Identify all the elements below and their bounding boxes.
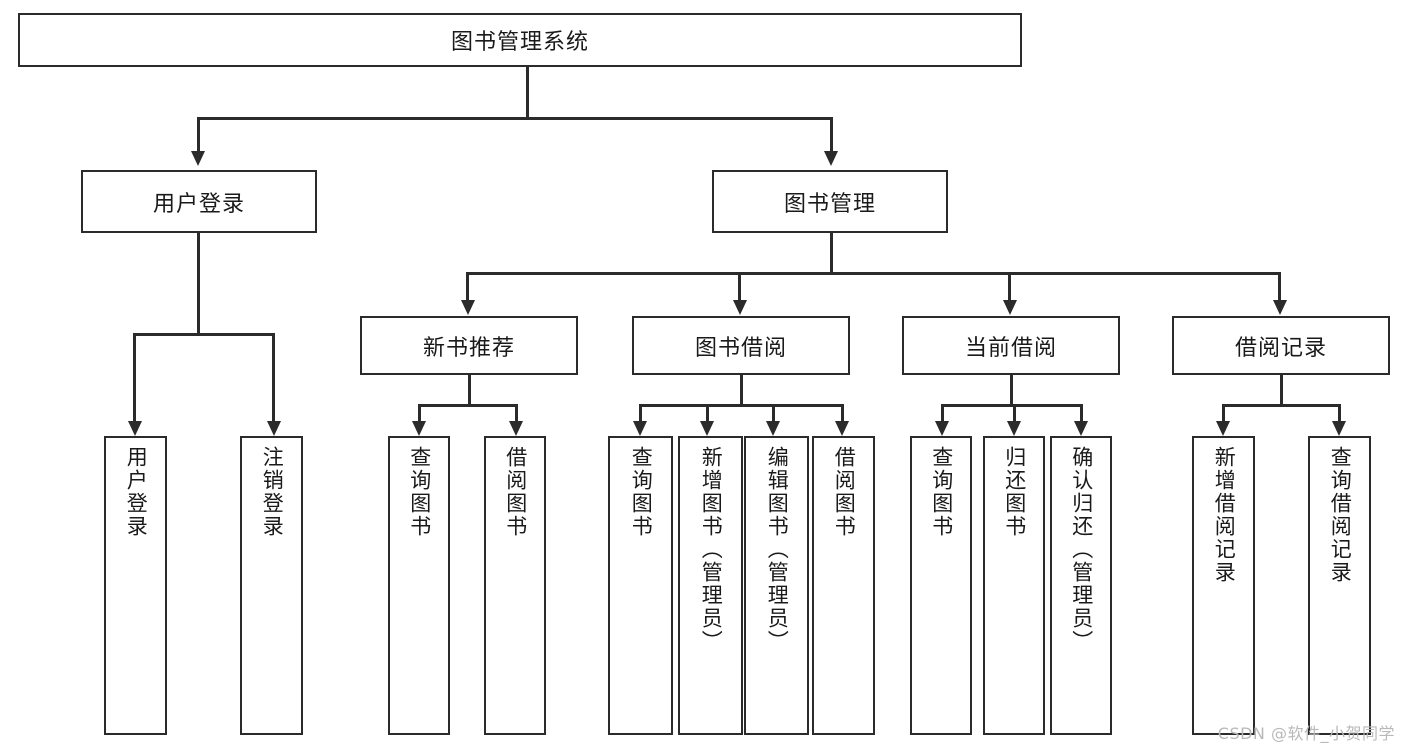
connector-current-to-l3 bbox=[1080, 404, 1083, 422]
connector-borrow-to-l3 bbox=[772, 404, 775, 422]
leaf-current-return-book[interactable]: 归还图书 bbox=[983, 436, 1045, 735]
connector-login-stem bbox=[197, 233, 200, 335]
connector-record-to-l2 bbox=[1338, 404, 1341, 422]
node-label: 图书借阅 bbox=[694, 335, 787, 361]
node-borrow-record[interactable]: 借阅记录 bbox=[1172, 316, 1390, 375]
leaf-record-add-record[interactable]: 新增借阅记录 bbox=[1192, 436, 1255, 735]
connector-current-to-l2 bbox=[1013, 404, 1016, 422]
arrowhead-borrow-to-l4 bbox=[835, 421, 849, 436]
node-label: 新书推荐 bbox=[422, 335, 515, 361]
arrowhead-record-to-l2 bbox=[1332, 421, 1346, 436]
node-label: 借阅记录 bbox=[1234, 335, 1327, 361]
connector-record-to-l1 bbox=[1222, 404, 1225, 422]
arrowhead-login-to-leaf2 bbox=[267, 421, 281, 436]
node-label: 用户登录 bbox=[152, 191, 245, 217]
node-label: 确认归还（管理员） bbox=[1069, 446, 1094, 653]
node-label: 查询图书 bbox=[929, 446, 954, 538]
node-label: 新增图书（管理员） bbox=[699, 446, 724, 653]
arrowhead-current-to-l1 bbox=[935, 421, 949, 436]
connector-recommend-to-l1 bbox=[418, 404, 421, 422]
connector-root-to-bookmgmt bbox=[830, 117, 833, 151]
node-label: 当前借阅 bbox=[964, 335, 1057, 361]
leaf-current-query-book[interactable]: 查询图书 bbox=[910, 436, 972, 735]
arrowhead-recommend-to-l1 bbox=[412, 421, 426, 436]
connector-bookmgmt-stem bbox=[830, 233, 833, 274]
arrowhead-current-to-l2 bbox=[1007, 421, 1021, 436]
connector-borrow-to-l2 bbox=[706, 404, 709, 422]
connector-bookmgmt-to-n4 bbox=[1278, 272, 1281, 300]
arrowhead-bookmgmt-to-n1 bbox=[461, 300, 475, 315]
leaf-borrow-query-book[interactable]: 查询图书 bbox=[608, 436, 673, 735]
arrowhead-bookmgmt-to-n3 bbox=[1003, 300, 1017, 315]
leaf-recommend-borrow-book[interactable]: 借阅图书 bbox=[484, 436, 546, 735]
node-label: 注销登录 bbox=[260, 446, 285, 538]
connector-borrow-to-l1 bbox=[639, 404, 642, 422]
arrowhead-bookmgmt-to-n4 bbox=[1273, 300, 1287, 315]
node-label: 借阅图书 bbox=[832, 446, 857, 538]
arrowhead-login-to-leaf1 bbox=[128, 421, 142, 436]
node-book-management[interactable]: 图书管理 bbox=[712, 170, 948, 233]
connector-root-stem bbox=[526, 67, 529, 119]
node-label: 图书管理系统 bbox=[450, 30, 589, 55]
node-book-borrow[interactable]: 图书借阅 bbox=[632, 316, 850, 375]
node-current-borrow[interactable]: 当前借阅 bbox=[902, 316, 1120, 375]
node-label: 编辑图书（管理员） bbox=[765, 446, 790, 653]
connector-root-to-login bbox=[197, 117, 200, 151]
node-label: 新增借阅记录 bbox=[1212, 446, 1237, 584]
arrowhead-borrow-to-l1 bbox=[633, 421, 647, 436]
leaf-logout[interactable]: 注销登录 bbox=[240, 436, 303, 735]
connector-current-bar bbox=[941, 404, 1080, 407]
connector-login-bar bbox=[133, 333, 275, 336]
connector-borrow-bar bbox=[639, 404, 841, 407]
arrowhead-borrow-to-l3 bbox=[766, 421, 780, 436]
node-label: 借阅图书 bbox=[503, 446, 528, 538]
arrowhead-recommend-to-l2 bbox=[509, 421, 523, 436]
connector-record-stem bbox=[1280, 375, 1283, 406]
node-label: 查询图书 bbox=[629, 446, 654, 538]
connector-bookmgmt-to-n1 bbox=[466, 272, 469, 300]
node-user-login[interactable]: 用户登录 bbox=[81, 170, 317, 233]
leaf-record-query-record[interactable]: 查询借阅记录 bbox=[1308, 436, 1371, 735]
arrowhead-borrow-to-l2 bbox=[700, 421, 714, 436]
arrowhead-record-to-l1 bbox=[1216, 421, 1230, 436]
connector-login-to-leaf1 bbox=[133, 333, 136, 421]
arrowhead-root-to-bookmgmt bbox=[824, 151, 838, 166]
arrowhead-current-to-l3 bbox=[1074, 421, 1088, 436]
leaf-current-confirm-return[interactable]: 确认归还（管理员） bbox=[1050, 436, 1112, 735]
leaf-borrow-add-book[interactable]: 新增图书（管理员） bbox=[678, 436, 743, 735]
arrowhead-root-to-login bbox=[191, 151, 205, 166]
connector-root-bar bbox=[197, 117, 833, 120]
connector-current-stem bbox=[1010, 375, 1013, 406]
connector-record-bar bbox=[1222, 404, 1340, 407]
node-label: 用户登录 bbox=[124, 446, 149, 538]
connector-borrow-stem bbox=[740, 375, 743, 406]
leaf-borrow-edit-book[interactable]: 编辑图书（管理员） bbox=[744, 436, 809, 735]
connector-borrow-to-l4 bbox=[841, 404, 844, 422]
node-label: 图书管理 bbox=[783, 191, 876, 217]
leaf-borrow-borrow-book[interactable]: 借阅图书 bbox=[812, 436, 875, 735]
connector-recommend-to-l2 bbox=[515, 404, 518, 422]
connector-bookmgmt-to-n2 bbox=[738, 272, 741, 300]
leaf-recommend-query-book[interactable]: 查询图书 bbox=[388, 436, 450, 735]
node-label: 查询图书 bbox=[407, 446, 432, 538]
node-new-book-recommend[interactable]: 新书推荐 bbox=[360, 316, 578, 375]
leaf-user-login[interactable]: 用户登录 bbox=[104, 436, 167, 735]
connector-current-to-l1 bbox=[941, 404, 944, 422]
node-label: 查询借阅记录 bbox=[1328, 446, 1353, 584]
node-label: 归还图书 bbox=[1002, 446, 1027, 538]
connector-bookmgmt-bar bbox=[466, 272, 1278, 275]
connector-recommend-stem bbox=[468, 375, 471, 406]
connector-login-to-leaf2 bbox=[272, 333, 275, 421]
connector-recommend-bar bbox=[418, 404, 518, 407]
connector-bookmgmt-to-n3 bbox=[1008, 272, 1011, 300]
node-root-system[interactable]: 图书管理系统 bbox=[18, 13, 1022, 67]
arrowhead-bookmgmt-to-n2 bbox=[733, 300, 747, 315]
